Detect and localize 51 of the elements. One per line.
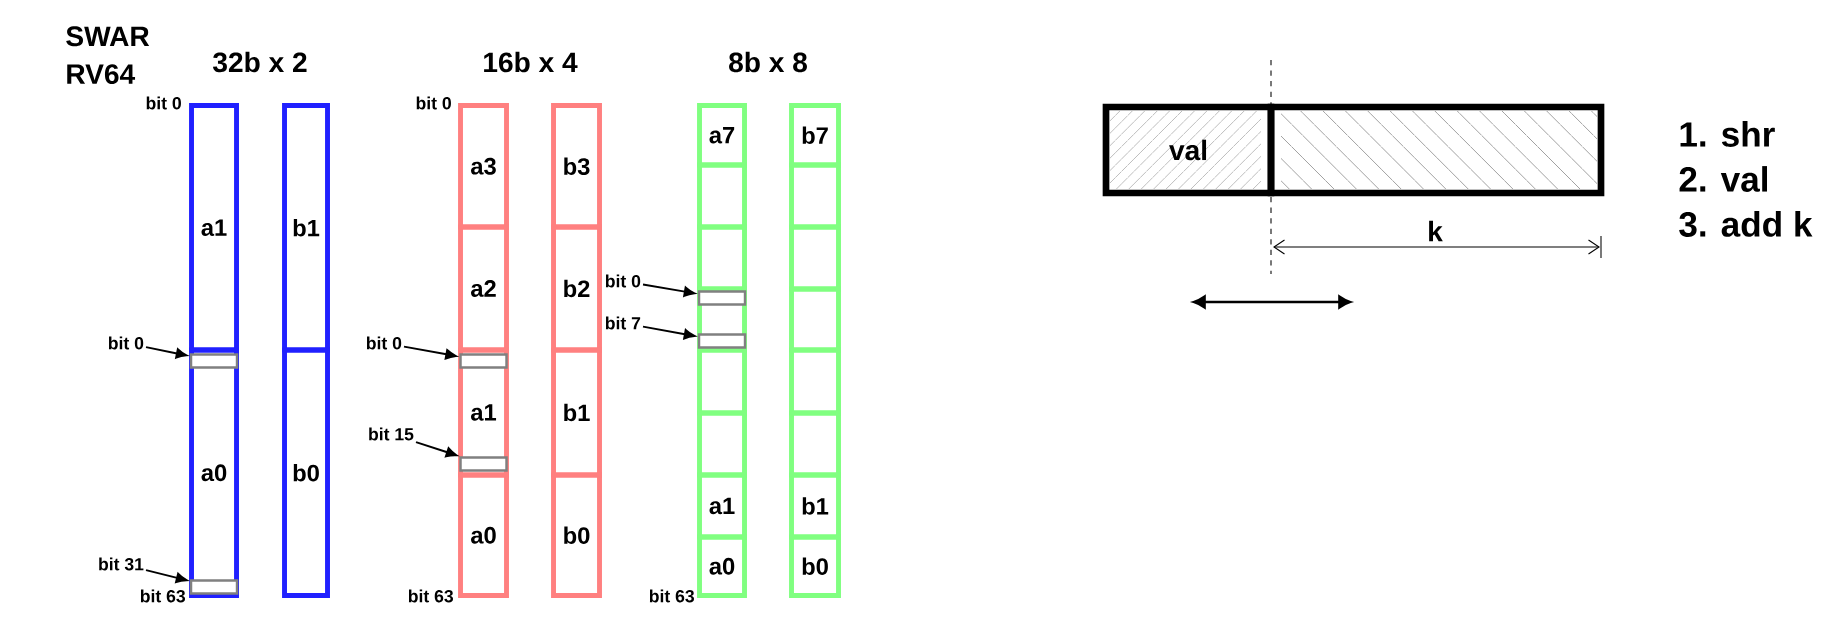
bit-label: bit 15	[369, 427, 414, 441]
bit-label: bit 7	[605, 316, 641, 330]
arrow	[145, 569, 188, 584]
lane-cell: b0	[282, 347, 330, 598]
dimension-label: k	[1429, 220, 1443, 242]
bit-label: bit 0	[108, 336, 144, 350]
lane-cell: b1	[789, 472, 841, 540]
lane-cell: b1	[551, 347, 602, 478]
lane-cell: a1	[189, 103, 239, 353]
bit-marker	[459, 456, 508, 472]
column-title: 32b x 2	[213, 51, 307, 73]
bit-label: bit 0	[605, 274, 641, 288]
lane-cell: b0	[551, 472, 602, 598]
lane-cell: a0	[189, 347, 239, 598]
bit-label: bit 0	[366, 336, 402, 350]
lane-cell: b3	[551, 103, 602, 230]
lane-cell: b1	[282, 103, 330, 353]
bit-label: bit 63	[408, 589, 454, 603]
lane-cell: b7	[789, 103, 841, 168]
bit-marker	[189, 579, 239, 595]
hatched-segment	[1267, 103, 1605, 197]
step-text: 3. add k	[1679, 211, 1813, 237]
bit-marker	[459, 353, 508, 369]
lane-cell: b0	[789, 534, 841, 598]
bit-marker	[697, 333, 747, 349]
arrow	[642, 325, 696, 340]
step-text: 2. val	[1679, 166, 1767, 192]
lane-cell: a2	[458, 224, 509, 353]
lane-cell: a0	[697, 534, 747, 598]
arrow	[642, 283, 696, 297]
bit-label: bit 63	[140, 589, 186, 603]
lane-cell: a7	[697, 103, 747, 168]
arrow	[145, 346, 188, 359]
bit-marker	[697, 290, 747, 306]
bit-label: bit 63	[649, 589, 695, 603]
lane-cell: a0	[458, 472, 509, 598]
arrow	[403, 345, 457, 360]
bit-label: bit 0	[146, 96, 181, 110]
lane-cell: b2	[551, 224, 602, 353]
hatched-segment: val	[1102, 103, 1275, 197]
bit-label: bit 31	[99, 557, 144, 571]
column-title: 8b x 8	[729, 51, 807, 73]
header-text: SWAR RV64	[66, 26, 150, 85]
bit-marker	[189, 353, 239, 369]
step-text: 1. shr	[1680, 121, 1775, 147]
lane-cell: a1	[458, 347, 509, 478]
column-title: 16b x 4	[484, 51, 578, 73]
arrow	[415, 441, 458, 458]
bit-label: bit 0	[416, 96, 451, 110]
lane-cell: a1	[697, 472, 747, 540]
lane-cell: a3	[458, 103, 509, 230]
